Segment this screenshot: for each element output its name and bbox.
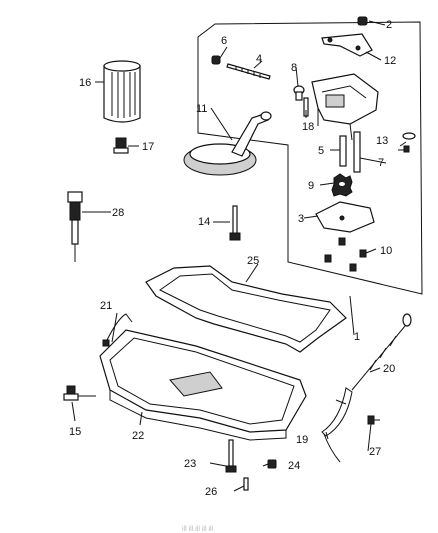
part-17-adapter [113, 137, 129, 154]
callout-22: 22 [132, 430, 144, 442]
part-11-pickup [183, 111, 272, 176]
part-7-shaft [353, 131, 361, 173]
callout-28: 28 [112, 207, 124, 219]
part-4-stud [226, 63, 271, 80]
callout-21: 21 [100, 300, 112, 312]
oil-pump-body [311, 73, 379, 141]
part-3-cover [315, 201, 375, 233]
callout-20: 20 [383, 363, 395, 375]
callout-27: 27 [369, 446, 381, 458]
part-20-dipstick [351, 313, 412, 391]
part-19-dipstick-tube [321, 387, 353, 463]
part-24-nut [267, 459, 277, 469]
callout-8: 8 [291, 62, 297, 74]
callout-12: 12 [384, 55, 396, 67]
part-9-gear [331, 173, 353, 197]
leader-lines [71, 20, 407, 492]
part-23-bolt [225, 439, 237, 473]
pump-inset-outline [197, 21, 423, 295]
callout-6: 6 [221, 35, 227, 47]
part-12-bracket [321, 33, 373, 57]
callout-13: 13 [376, 135, 388, 147]
callout-10: 10 [380, 245, 392, 257]
part-25-gasket [145, 265, 347, 353]
callout-4: 4 [256, 53, 262, 65]
part-6-nut [211, 55, 221, 65]
part-21-tube [102, 313, 133, 347]
callout-18: 18 [302, 121, 314, 133]
callout-5: 5 [318, 145, 324, 157]
part-16-oil-filter [103, 60, 141, 123]
part-5-shaft [339, 135, 347, 167]
callout-16: 16 [79, 77, 91, 89]
callout-23: 23 [184, 458, 196, 470]
part-13-washer [398, 132, 416, 153]
callout-15: 15 [69, 426, 81, 438]
part-8-fitting [293, 85, 305, 101]
callout-17: 17 [142, 141, 154, 153]
part-28-sender [67, 191, 83, 262]
part-14-bolt [229, 205, 241, 241]
footer-caption: ill ill ill ill ill [182, 526, 214, 533]
callout-9: 9 [308, 180, 314, 192]
callout-3: 3 [298, 213, 304, 225]
callout-1: 1 [354, 331, 360, 343]
part-10-bolts [324, 237, 367, 272]
part-15-drain-plug [63, 385, 96, 401]
callout-11: 11 [196, 103, 207, 115]
callout-26: 26 [205, 486, 217, 498]
callout-2: 2 [386, 19, 392, 31]
callout-25: 25 [247, 255, 259, 267]
callout-24: 24 [288, 460, 300, 472]
part-27-fitting [367, 415, 380, 425]
callout-7: 7 [378, 157, 384, 169]
part-26-stud [243, 477, 249, 491]
callout-19: 19 [296, 434, 308, 446]
part-22-oil-pan [99, 329, 307, 441]
callout-14: 14 [198, 216, 210, 228]
part-2-nut [357, 16, 368, 26]
